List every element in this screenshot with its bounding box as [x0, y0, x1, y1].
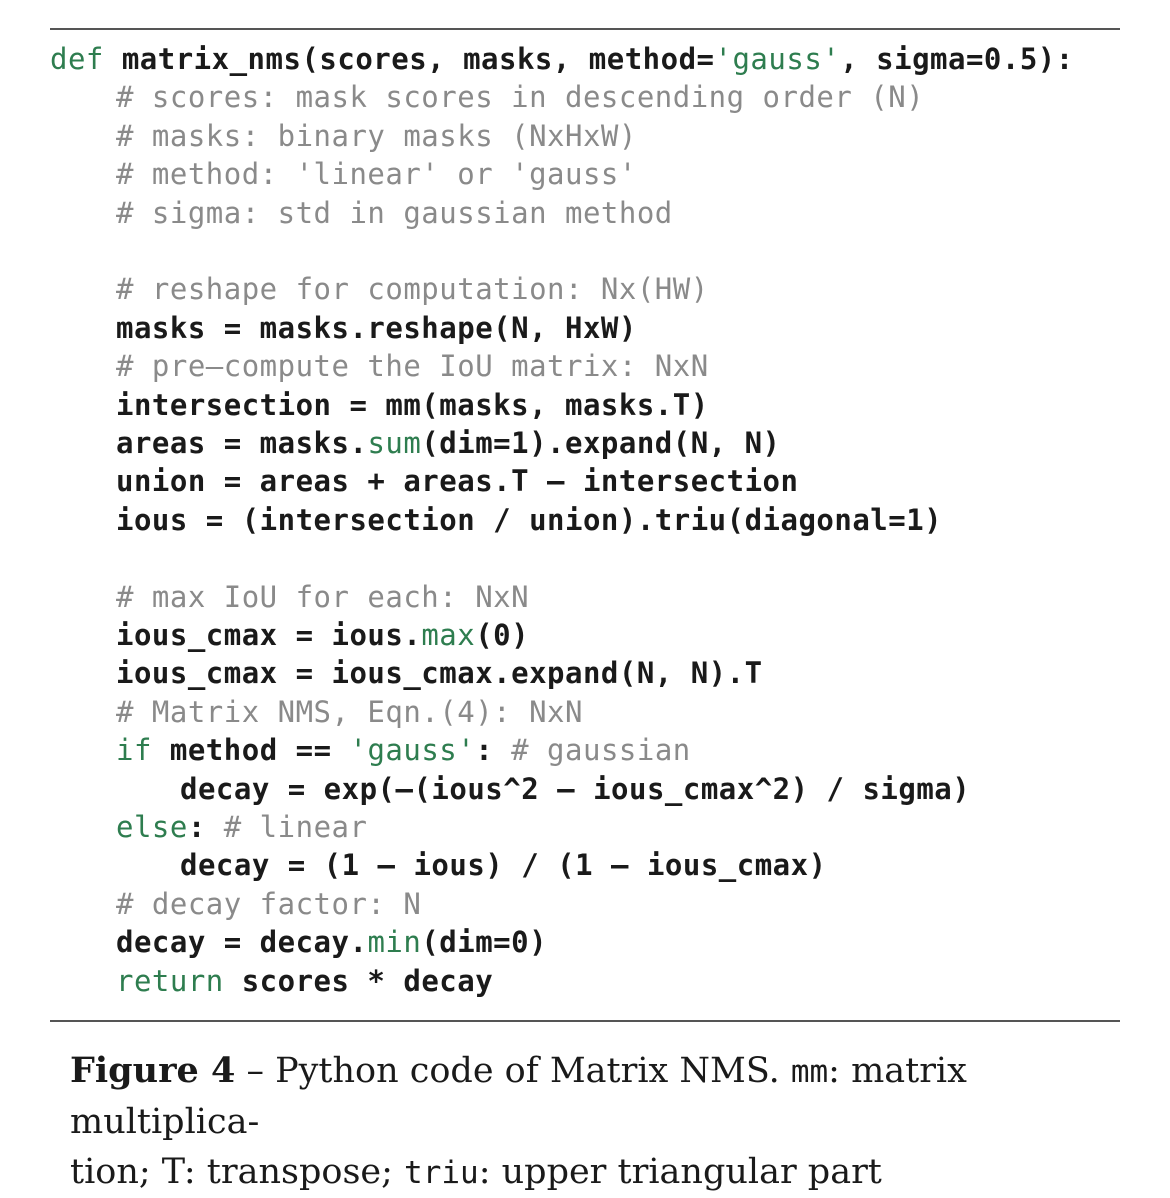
code-text: masks = masks.reshape(N, HxW) [116, 310, 637, 345]
caption-code-mm: mm [790, 1054, 829, 1090]
code-text: (dim=0) [421, 925, 548, 960]
code-line: # method: 'linear' or 'gauss' [50, 155, 637, 193]
code-line: if method == 'gauss': # gaussian [50, 731, 691, 769]
code-comment: # linear [223, 810, 368, 844]
code-text: ious = (intersection / union).triu(diago… [116, 502, 943, 537]
code-comment: # scores: mask scores in descending orde… [116, 80, 925, 115]
code-comment: # pre—compute the IoU matrix: NxN [116, 349, 709, 384]
code-text: scores * decay [241, 963, 494, 998]
code-line: masks = masks.reshape(N, HxW) [50, 309, 637, 347]
code-text: decay = decay. [116, 925, 368, 960]
code-text: , sigma=0.5): [840, 42, 1074, 76]
code-line: # decay factor: N [50, 885, 421, 923]
code-comment: # sigma: std in gaussian method [116, 195, 673, 230]
code-text: (0) [475, 618, 530, 652]
code-comment: # decay factor: N [116, 886, 422, 921]
bottom-rule [50, 1020, 1120, 1022]
code-string: 'gauss' [349, 733, 476, 768]
code-line: # pre—compute the IoU matrix: NxN [50, 347, 709, 385]
code-line: decay = decay.min(dim=0) [50, 923, 547, 961]
figure-label: Figure 4 [70, 1050, 236, 1091]
code-line: decay = exp(—(ious^2 — ious_cmax^2) / si… [50, 770, 970, 808]
code-text: : [475, 733, 512, 768]
code-text: (dim=1).expand(N, N) [421, 426, 781, 460]
caption-text-2: : matrix multiplica- [70, 1051, 967, 1142]
code-comment: # max IoU for each: NxN [116, 579, 530, 614]
code-line: # scores: mask scores in descending orde… [50, 78, 924, 116]
code-comment: # Matrix NMS, Eqn.(4): NxN [116, 694, 583, 729]
code-blank-line [50, 539, 116, 577]
code-builtin: min [367, 925, 422, 960]
code-line: ious_cmax = ious_cmax.expand(N, N).T [50, 654, 763, 692]
code-text: union = areas + areas.T — intersection [116, 464, 799, 499]
code-text: decay = (1 — ious) / (1 — ious_cmax) [180, 848, 827, 883]
code-text: ious_cmax = ious_cmax.expand(N, N).T [116, 656, 763, 691]
caption-text-1: Python code of Matrix NMS. [275, 1051, 791, 1091]
code-comment: # masks: binary masks (NxHxW) [116, 118, 637, 153]
code-keyword: else [116, 810, 188, 844]
caption-text-4: : upper triangular part [478, 1152, 882, 1192]
code-line: ious_cmax = ious.max(0) [50, 616, 529, 654]
caption-code-triu: triu [404, 1155, 479, 1191]
top-rule [50, 28, 1120, 30]
code-line: def matrix_nms(scores, masks, method='ga… [50, 40, 1074, 78]
code-keyword: if [116, 733, 170, 768]
figure-caption: Figure 4 – Python code of Matrix NMS. mm… [70, 1046, 1110, 1198]
code-line: else: # linear [50, 808, 367, 846]
code-text: : [187, 810, 224, 844]
code-line: areas = masks.sum(dim=1).expand(N, N) [50, 424, 781, 462]
code-text: decay = exp(—(ious^2 — ious_cmax^2) / si… [180, 771, 971, 806]
code-string: 'gauss' [714, 42, 841, 76]
code-line: # Matrix NMS, Eqn.(4): NxN [50, 693, 583, 731]
code-line: # max IoU for each: NxN [50, 578, 529, 616]
code-line: decay = (1 — ious) / (1 — ious_cmax) [50, 846, 827, 884]
code-text: matrix_nms(scores, masks, method= [121, 42, 715, 76]
code-line: # masks: binary masks (NxHxW) [50, 117, 637, 155]
code-line: union = areas + areas.T — intersection [50, 462, 798, 500]
code-line: # reshape for computation: Nx(HW) [50, 270, 709, 308]
code-builtin: max [421, 618, 476, 652]
code-text: intersection = mm(masks, masks.T) [116, 387, 709, 422]
code-line: intersection = mm(masks, masks.T) [50, 386, 709, 424]
caption-dash: – [235, 1051, 276, 1091]
code-text: ious_cmax = ious. [116, 618, 422, 652]
code-keyword: def [50, 42, 122, 76]
code-keyword: return [116, 963, 242, 998]
code-comment: # reshape for computation: Nx(HW) [116, 272, 709, 307]
code-line: ious = (intersection / union).triu(diago… [50, 501, 942, 539]
code-line: # sigma: std in gaussian method [50, 194, 673, 232]
code-text: areas = masks. [116, 426, 368, 460]
code-comment: # gaussian [511, 733, 691, 768]
caption-text-3: tion; T: transpose; [70, 1152, 405, 1192]
code-text: method == [169, 733, 350, 768]
code-comment: # method: 'linear' or 'gauss' [116, 157, 637, 192]
code-line: return scores * decay [50, 962, 493, 1000]
code-blank-line [50, 232, 116, 270]
code-builtin: sum [367, 426, 422, 460]
